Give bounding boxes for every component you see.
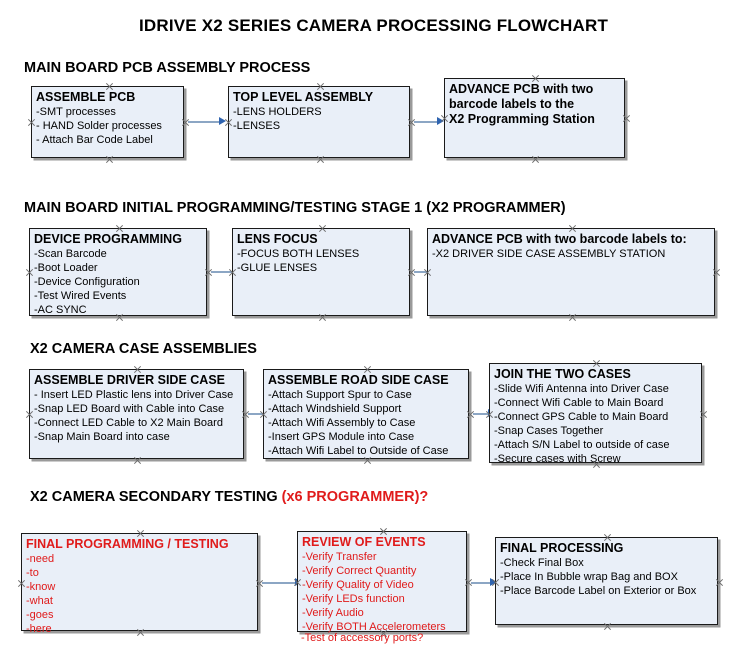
flow-box-line: -Connect LED Cable to X2 Main Board [34, 417, 223, 429]
flow-box-line: -Verify Quality of Video [302, 579, 414, 591]
flow-box-header: FINAL PROCESSING [500, 541, 624, 555]
arrow-top-level-assembly-to-advance-pcb [414, 117, 444, 126]
section-heading-text: X2 CAMERA SECONDARY TESTING [30, 489, 282, 505]
arrow-review-of-events-to-final-processing [471, 578, 497, 587]
flow-box-header: REVIEW OF EVENTS [302, 535, 426, 549]
flow-box-advance-pcb-driver-side-case[interactable]: ADVANCE PCB with two barcode labels to: … [427, 228, 715, 316]
connector-handle-left[interactable] [27, 118, 36, 127]
flow-box-line: -LENS HOLDERS [233, 106, 322, 118]
flow-box-assemble-driver-side-case[interactable]: ASSEMBLE DRIVER SIDE CASE - Insert LED P… [29, 369, 244, 459]
flow-box-top-level-assembly[interactable]: TOP LEVEL ASSEMBLY -LENS HOLDERS -LENSES [228, 86, 410, 158]
flow-box-line: -Connect GPS Cable to Main Board [494, 411, 669, 423]
flow-box-header: DEVICE PROGRAMMING [34, 232, 182, 246]
flow-box-line: -Place Barcode Label on Exterior or Box [500, 585, 697, 597]
flow-box-line: -Scan Barcode [34, 248, 107, 260]
flow-box-line: -Test Wired Events [34, 290, 127, 302]
flow-box-line: -Insert GPS Module into Case [268, 431, 415, 443]
connector-handle-bottom[interactable] [603, 622, 612, 631]
connector-handle-right[interactable] [622, 114, 631, 123]
flow-box-header: JOIN THE TWO CASES [494, 367, 631, 381]
flow-box-line: -Boot Loader [34, 262, 98, 274]
flow-box-line: -AC SYNC [34, 304, 87, 316]
flow-box-line: -know [26, 581, 56, 593]
flow-box-line: -Attach Support Spur to Case [268, 389, 412, 401]
connector-handle-left[interactable] [17, 579, 26, 588]
flow-box-line: -Secure cases with Screw [494, 453, 621, 465]
flow-box-line: -Attach Windshield Support [268, 403, 402, 415]
flow-box-advance-pcb-x2-programming-station[interactable]: ADVANCE PCB with two barcode labels to t… [444, 78, 625, 158]
section-heading-x2-camera-secondary-testing: X2 CAMERA SECONDARY TESTING (x6 PROGRAMM… [30, 489, 428, 505]
flow-box-header: FINAL PROGRAMMING / TESTING [26, 537, 229, 551]
connector-handle-bottom[interactable] [133, 456, 142, 465]
flow-box-line: -what [26, 595, 53, 607]
connector-handle-bottom[interactable] [531, 155, 540, 164]
flow-box-join-the-two-cases[interactable]: JOIN THE TWO CASES -Slide Wifi Antenna i… [489, 363, 702, 465]
connector-handle-bottom[interactable] [105, 155, 114, 164]
flow-box-assemble-pcb[interactable]: ASSEMBLE PCB -SMT processes - HAND Solde… [31, 86, 184, 158]
flow-box-final-programming-testing[interactable]: FINAL PROGRAMMING / TESTING -need -to -k… [21, 533, 258, 635]
flow-box-line: -Verify Audio [302, 607, 364, 619]
connector-handle-right[interactable] [715, 578, 724, 587]
flow-box-line: X2 Programming Station [449, 112, 595, 126]
section-heading-text: MAIN BOARD INITIAL PROGRAMMING/TESTING S… [24, 200, 566, 216]
flow-box-line: -Attach S/N Label to outside of case [494, 439, 670, 451]
flow-box-line: -Slide Wifi Antenna into Driver Case [494, 383, 669, 395]
flow-box-final-processing[interactable]: FINAL PROCESSING -Check Final Box -Place… [495, 537, 718, 625]
arrow-final-programming-to-review-of-events [262, 578, 302, 587]
flow-box-line: -to [26, 567, 39, 579]
connector-handle-right[interactable] [712, 268, 721, 277]
flow-box-line: -goes [26, 609, 54, 621]
flow-box-header: ASSEMBLE PCB [36, 90, 136, 104]
section-heading-accent: (x6 PROGRAMMER)? [281, 489, 429, 505]
flow-box-header: ASSEMBLE ROAD SIDE CASE [268, 373, 449, 387]
flow-box-line: -here [26, 623, 52, 635]
flow-box-line: -SMT processes [36, 106, 116, 118]
flow-box-line: - Attach Bar Code Label [36, 134, 153, 146]
flow-box-line: -Check Final Box [500, 557, 584, 569]
flow-box-line: -need [26, 553, 55, 565]
section-heading-text: X2 CAMERA CASE ASSEMBLIES [30, 341, 257, 357]
flow-box-line: -Attach Wifi Assembly to Case [268, 417, 416, 429]
flow-box-line: -Attach Wifi Label to Outside of Case [268, 445, 449, 457]
connector-handle-right[interactable] [699, 410, 708, 419]
flow-box-line: barcode labels to the [449, 97, 575, 111]
flow-box-line: -Verify BOTH Accelerometers [302, 621, 446, 633]
section-heading-x2-camera-case-assemblies: X2 CAMERA CASE ASSEMBLIES [30, 341, 257, 357]
connector-handle-bottom[interactable] [568, 313, 577, 322]
flow-box-line: - HAND Solder processes [36, 120, 162, 132]
flow-box-line: - Insert LED Plastic lens into Driver Ca… [34, 389, 234, 401]
flow-box-line: -FOCUS BOTH LENSES [237, 248, 360, 260]
section-heading-text: MAIN BOARD PCB ASSEMBLY PROCESS [24, 60, 311, 76]
section-heading-main-board-pcb-assembly: MAIN BOARD PCB ASSEMBLY PROCESS [24, 60, 310, 76]
flow-box-device-programming[interactable]: DEVICE PROGRAMMING -Scan Barcode -Boot L… [29, 228, 207, 316]
flow-box-header: ADVANCE PCB with two barcode labels to: [432, 232, 687, 246]
flow-box-header: ASSEMBLE DRIVER SIDE CASE [34, 373, 226, 387]
section-heading-main-board-initial-programming: MAIN BOARD INITIAL PROGRAMMING/TESTING S… [24, 200, 566, 216]
flow-box-review-of-events[interactable]: REVIEW OF EVENTS -Verify Transfer -Verif… [297, 531, 467, 633]
flow-box-header: LENS FOCUS [237, 232, 318, 246]
connector-handle-left[interactable] [25, 410, 34, 419]
flow-box-line: -Connect Wifi Cable to Main Board [494, 397, 664, 409]
flow-box-line: -Verify Correct Quantity [302, 565, 417, 577]
flow-box-line: -Snap Main Board into case [34, 431, 170, 443]
flow-box-line: -Verify Transfer [302, 551, 377, 563]
flow-box-assemble-road-side-case[interactable]: ASSEMBLE ROAD SIDE CASE -Attach Support … [263, 369, 469, 459]
flow-box-header: ADVANCE PCB with two [449, 82, 594, 96]
flow-box-line: -Snap Cases Together [494, 425, 604, 437]
connector-handle-left[interactable] [25, 268, 34, 277]
flow-box-line: -Verify LEDs function [302, 593, 405, 605]
arrow-assemble-pcb-to-top-level-assembly [188, 117, 226, 126]
flow-box-line: -Snap LED Board with Cable into Case [34, 403, 225, 415]
connector-handle-bottom[interactable] [316, 155, 325, 164]
flow-box-overflow-line-review-of-events: -Test of accessory ports? [301, 632, 424, 644]
flow-box-lens-focus[interactable]: LENS FOCUS -FOCUS BOTH LENSES -GLUE LENS… [232, 228, 410, 316]
connector-handle-bottom[interactable] [318, 313, 327, 322]
flow-box-header: TOP LEVEL ASSEMBLY [233, 90, 374, 104]
flow-box-line: -X2 DRIVER SIDE CASE ASSEMBLY STATION [432, 248, 666, 260]
flow-box-line: -Device Configuration [34, 276, 140, 288]
flow-box-line: -GLUE LENSES [237, 262, 318, 274]
flow-box-line: -Place In Bubble wrap Bag and BOX [500, 571, 678, 583]
flow-box-line: -LENSES [233, 120, 281, 132]
page-title: IDRIVE X2 SERIES CAMERA PROCESSING FLOWC… [138, 16, 609, 35]
